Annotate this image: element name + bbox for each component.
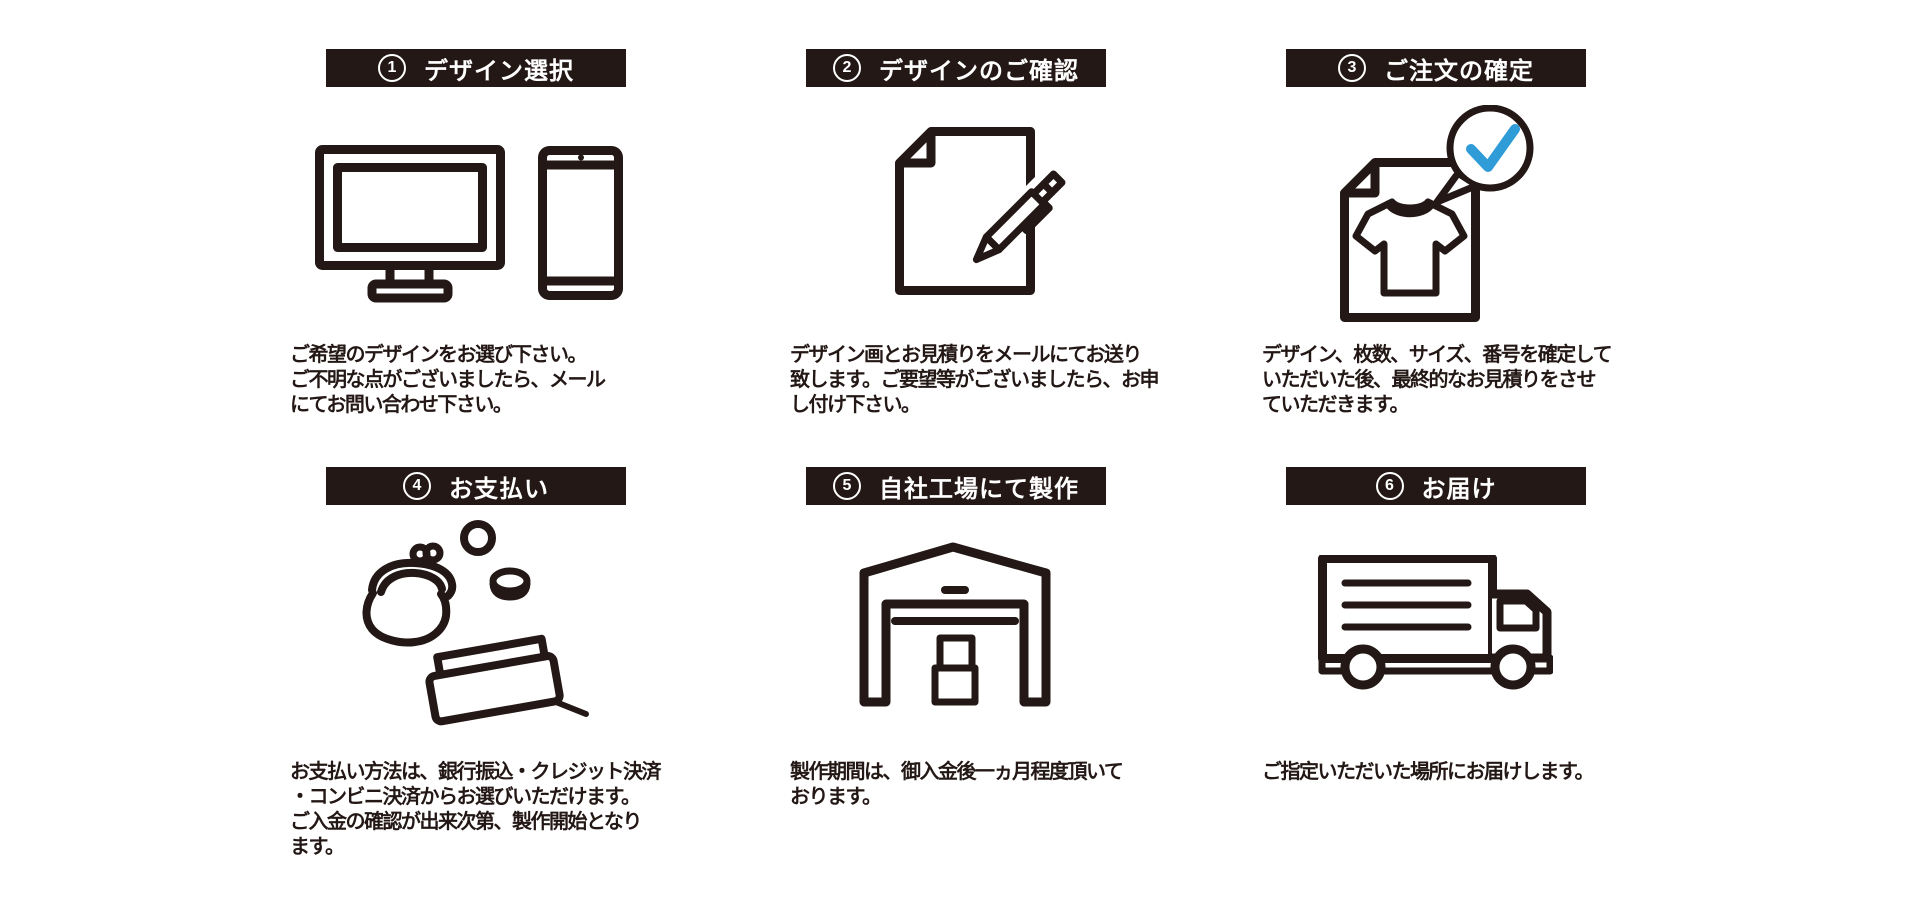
delivery-truck-icon <box>1318 554 1554 695</box>
step-1-title: デザイン選択 <box>424 57 574 85</box>
step-4-number-badge: 4 <box>403 472 431 500</box>
step-1-number-badge: 1 <box>378 54 406 82</box>
desktop-and-smartphone-icon <box>315 140 625 310</box>
step-4-payment: 4 お支払い <box>290 467 690 887</box>
step-4-desc-line-1: お支払い方法は、銀行振込・クレジット決済 <box>290 761 662 783</box>
step-1-desc-line-3: にてお問い合わせ下さい。 <box>290 394 513 416</box>
step-5-desc-line-2: おります。 <box>790 786 882 808</box>
step-4-description: お支払い方法は、銀行振込・クレジット決済 ・コンビニ決済からお選びいただけます。… <box>290 760 662 860</box>
step-6-delivery: 6 お届け ご指定いただいた場所にお届けします。 <box>1262 467 1662 887</box>
step-5-header: 5 自社工場にて製作 <box>806 467 1106 505</box>
step-5-desc-line-1: 製作期間は、御入金後一ヵ月程度頂いて <box>790 761 1124 783</box>
step-3-title: ご注文の確定 <box>1384 57 1534 85</box>
document-and-pen-icon <box>890 120 1090 310</box>
step-4-desc-line-4: ます。 <box>290 836 345 858</box>
step-2-desc-line-3: し付け下さい。 <box>790 394 921 416</box>
step-4-desc-line-3: ご入金の確認が出来次第、製作開始となり <box>290 811 642 833</box>
step-5-description: 製作期間は、御入金後一ヵ月程度頂いて おります。 <box>790 760 1124 810</box>
coin-purse-icon <box>360 518 590 733</box>
step-3-desc-line-2: いただいた後、最終的なお見積りをさせ <box>1262 369 1597 391</box>
step-2-desc-line-1: デザイン画とお見積りをメールにてお送り <box>790 344 1142 366</box>
step-4-header: 4 お支払い <box>326 467 626 505</box>
step-6-desc-line-1: ご指定いただいた場所にお届けします。 <box>1262 761 1595 783</box>
step-6-number-badge: 6 <box>1375 472 1404 500</box>
blue-checkmark <box>1466 124 1520 172</box>
step-4-title: お支払い <box>449 475 549 503</box>
step-2-header: 2 デザインのご確認 <box>806 49 1106 87</box>
step-3-desc-line-1: デザイン、枚数、サイズ、番号を確定して <box>1262 344 1613 366</box>
step-1-desc-line-1: ご希望のデザインをお選び下さい。 <box>290 344 587 366</box>
step-1-design-selection: 1 デザイン選択 ご希望のデザインをお選び下さい。 ご不明な点がございましたら、… <box>290 49 690 449</box>
step-5-factory-production: 5 自社工場にて製作 製作期間は、御入金後一ヵ月程度頂いて おります。 <box>790 467 1190 887</box>
step-3-description: デザイン、枚数、サイズ、番号を確定して いただいた後、最終的なお見積りをさせ て… <box>1262 343 1613 418</box>
step-1-description: ご希望のデザインをお選び下さい。 ご不明な点がございましたら、メール にてお問い… <box>290 343 606 418</box>
step-2-description: デザイン画とお見積りをメールにてお送り 致します。ご要望等がございましたら、お申… <box>790 343 1160 418</box>
step-6-description: ご指定いただいた場所にお届けします。 <box>1262 760 1595 785</box>
step-3-order-confirmation: 3 ご注文の確定 デザイン、枚数、サイズ、番号を確定して いただいた後、最終的な… <box>1262 49 1662 449</box>
step-1-desc-line-2: ご不明な点がございましたら、メール <box>290 369 606 391</box>
step-4-desc-line-2: ・コンビニ決済からお選びいただけます。 <box>290 786 641 808</box>
step-2-design-confirmation: 2 デザインのご確認 <box>790 49 1190 449</box>
step-6-header: 6 お届け <box>1286 467 1586 505</box>
step-3-header: 3 ご注文の確定 <box>1286 49 1586 87</box>
step-1-header: 1 デザイン選択 <box>326 49 626 87</box>
step-6-title: お届け <box>1421 475 1497 503</box>
step-5-title: 自社工場にて製作 <box>879 475 1079 503</box>
step-5-number-badge: 5 <box>833 472 861 500</box>
factory-warehouse-icon <box>858 542 1053 712</box>
step-2-desc-line-2: 致します。ご要望等がございましたら、お申 <box>790 369 1160 391</box>
step-2-number-badge: 2 <box>833 54 861 82</box>
step-3-desc-line-3: ていただきます。 <box>1262 394 1410 416</box>
step-2-title: デザインのご確認 <box>879 57 1079 85</box>
tshirt-document-check-icon <box>1335 104 1545 330</box>
step-3-number-badge: 3 <box>1338 54 1366 82</box>
